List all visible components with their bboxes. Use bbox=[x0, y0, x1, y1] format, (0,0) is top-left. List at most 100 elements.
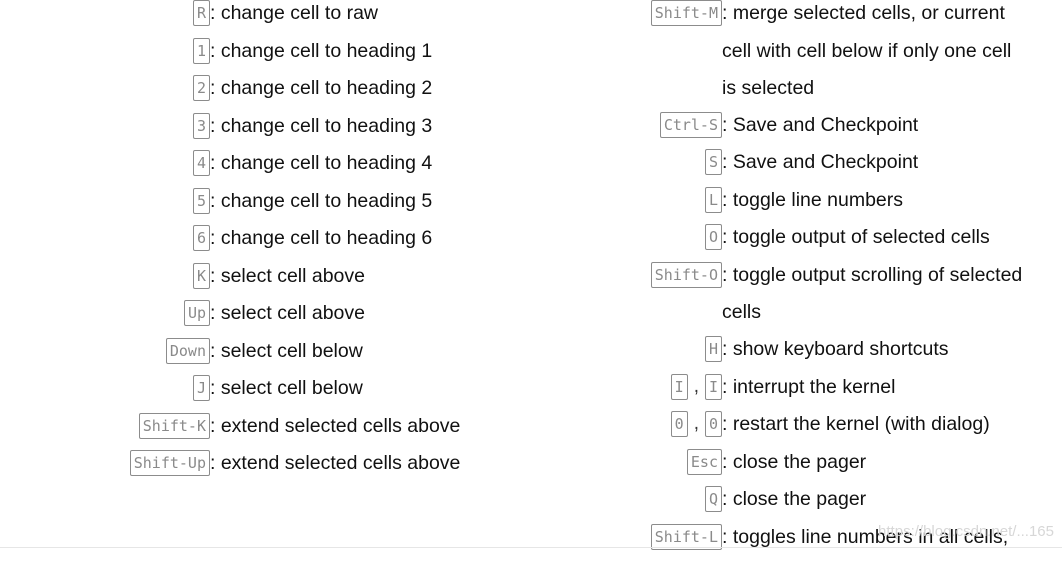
shortcut-description: : select cell above bbox=[210, 264, 366, 287]
shortcut-row: J: select cell below bbox=[0, 375, 500, 412]
shortcut-keys: Shift-M bbox=[650, 0, 722, 26]
shortcut-description: : toggle output scrolling of selected bbox=[722, 263, 1023, 286]
key-cap: I bbox=[704, 373, 722, 400]
key-cap: O bbox=[704, 224, 722, 250]
shortcut-description: : Save and Checkpoint bbox=[722, 151, 919, 173]
shortcut-row: 0,0: restart the kernel (with dialog) bbox=[540, 411, 1062, 448]
shortcut-keys: Q bbox=[704, 486, 722, 512]
shortcut-description-continuation: cell with cell below if only one cell bbox=[722, 39, 1012, 62]
shortcut-description: : interrupt the kernel bbox=[722, 375, 896, 398]
shortcut-keys: 0,0 bbox=[670, 411, 722, 437]
shortcut-row: S: Save and Checkpoint bbox=[540, 149, 1062, 186]
key-cap: L bbox=[704, 186, 722, 213]
shortcut-description-continuation: is selected bbox=[722, 76, 815, 99]
shortcut-keys: 3 bbox=[192, 112, 210, 139]
key-cap: H bbox=[704, 336, 722, 362]
shortcut-keys: 2 bbox=[192, 75, 210, 101]
key-cap: Shift-Up bbox=[129, 450, 210, 476]
shortcut-description: : Save and Checkpoint bbox=[722, 113, 919, 136]
shortcut-keys: S bbox=[704, 149, 722, 175]
key-separator: , bbox=[693, 375, 699, 397]
key-cap: S bbox=[704, 149, 722, 175]
shortcut-description: : change cell to raw bbox=[210, 2, 379, 24]
shortcut-row: Q: close the pager bbox=[540, 486, 1062, 523]
shortcut-row: 3: change cell to heading 3 bbox=[0, 112, 500, 150]
shortcut-keys: Up bbox=[183, 300, 210, 326]
shortcut-description: : close the pager bbox=[722, 450, 867, 473]
shortcut-description: : merge selected cells, or current bbox=[722, 2, 1005, 24]
shortcut-keys: O bbox=[704, 224, 722, 250]
shortcut-keys: H bbox=[704, 336, 722, 362]
shortcut-row-continuation: cells bbox=[540, 299, 1062, 336]
shortcut-keys: 4 bbox=[192, 150, 210, 176]
key-cap: Esc bbox=[686, 448, 722, 475]
shortcut-row: O: toggle output of selected cells bbox=[540, 224, 1062, 261]
shortcut-row: L: toggle line numbers bbox=[540, 186, 1062, 224]
shortcut-row: K: select cell above bbox=[0, 262, 500, 300]
shortcut-row: Up: select cell above bbox=[0, 300, 500, 337]
key-cap: 5 bbox=[192, 187, 210, 214]
shortcut-row: Shift-L: toggles line numbers in all cel… bbox=[540, 523, 1062, 561]
shortcut-row: Ctrl-S: Save and Checkpoint bbox=[540, 111, 1062, 149]
shortcut-row-continuation: cell with cell below if only one cell bbox=[540, 38, 1062, 75]
key-cap: Up bbox=[183, 300, 210, 326]
shortcut-row: 2: change cell to heading 2 bbox=[0, 75, 500, 112]
shortcut-keys: Shift-L bbox=[650, 523, 722, 550]
shortcut-keys: Ctrl-S bbox=[659, 111, 722, 138]
shortcut-keys: J bbox=[192, 375, 210, 401]
shortcut-keys: Esc bbox=[686, 448, 722, 475]
shortcut-keys: Shift-K bbox=[138, 412, 210, 439]
key-cap: 2 bbox=[192, 75, 210, 101]
shortcut-row: I,I: interrupt the kernel bbox=[540, 373, 1062, 411]
shortcut-description: : toggle line numbers bbox=[722, 188, 904, 211]
shortcut-description: : change cell to heading 1 bbox=[210, 39, 433, 62]
shortcut-keys: Shift-Up bbox=[129, 450, 210, 476]
key-cap: Q bbox=[704, 486, 722, 512]
key-cap: Down bbox=[165, 337, 210, 364]
shortcut-row: Shift-M: merge selected cells, or curren… bbox=[540, 0, 1062, 37]
key-cap: Shift-K bbox=[138, 412, 210, 439]
shortcut-row: H: show keyboard shortcuts bbox=[540, 336, 1062, 373]
shortcut-keys: R bbox=[192, 0, 210, 26]
key-cap: I bbox=[670, 373, 688, 400]
key-cap: 4 bbox=[192, 150, 210, 176]
shortcut-description: : show keyboard shortcuts bbox=[722, 338, 949, 360]
shortcut-description: : select cell below bbox=[210, 339, 363, 362]
shortcut-row: 6: change cell to heading 6 bbox=[0, 225, 500, 262]
shortcut-keys: 1 bbox=[192, 37, 210, 64]
shortcut-row: Shift-K: extend selected cells above bbox=[0, 412, 500, 450]
shortcut-keys: 5 bbox=[192, 187, 210, 214]
key-separator: , bbox=[693, 413, 699, 434]
shortcut-description: : toggle output of selected cells bbox=[722, 226, 990, 248]
shortcut-description: : change cell to heading 6 bbox=[210, 227, 433, 249]
shortcut-row: Esc: close the pager bbox=[540, 448, 1062, 486]
shortcut-description: : extend selected cells above bbox=[210, 414, 461, 437]
shortcut-description: : change cell to heading 3 bbox=[210, 114, 433, 137]
shortcut-row-continuation: is selected bbox=[540, 75, 1062, 112]
key-cap: Shift-L bbox=[650, 523, 722, 550]
key-cap: J bbox=[192, 375, 210, 401]
shortcut-keys: Shift-O bbox=[650, 261, 722, 288]
shortcut-description: : close the pager bbox=[722, 488, 867, 510]
shortcut-description: : change cell to heading 4 bbox=[210, 152, 433, 174]
key-cap: 0 bbox=[704, 411, 722, 437]
shortcut-row: Shift-O: toggle output scrolling of sele… bbox=[540, 261, 1062, 299]
key-cap: 6 bbox=[192, 225, 210, 251]
key-cap: R bbox=[192, 0, 210, 26]
shortcut-row: 4: change cell to heading 4 bbox=[0, 150, 500, 187]
key-cap: Ctrl-S bbox=[659, 111, 722, 138]
shortcut-row: R: change cell to raw bbox=[0, 0, 500, 37]
key-cap: 0 bbox=[670, 411, 688, 437]
shortcut-description: : change cell to heading 5 bbox=[210, 189, 433, 212]
key-cap: 1 bbox=[192, 37, 210, 64]
shortcut-description: : toggles line numbers in all cells, bbox=[722, 525, 1009, 548]
shortcut-keys: K bbox=[192, 262, 210, 289]
key-cap: K bbox=[192, 262, 210, 289]
shortcut-description: : select cell above bbox=[210, 302, 366, 324]
shortcut-row: 1: change cell to heading 1 bbox=[0, 37, 500, 75]
shortcut-keys: I,I bbox=[670, 373, 722, 400]
shortcut-row: Down: select cell below bbox=[0, 337, 500, 375]
shortcut-keys: L bbox=[704, 186, 722, 213]
shortcut-keys: Down bbox=[165, 337, 210, 364]
shortcut-description: : change cell to heading 2 bbox=[210, 77, 433, 99]
